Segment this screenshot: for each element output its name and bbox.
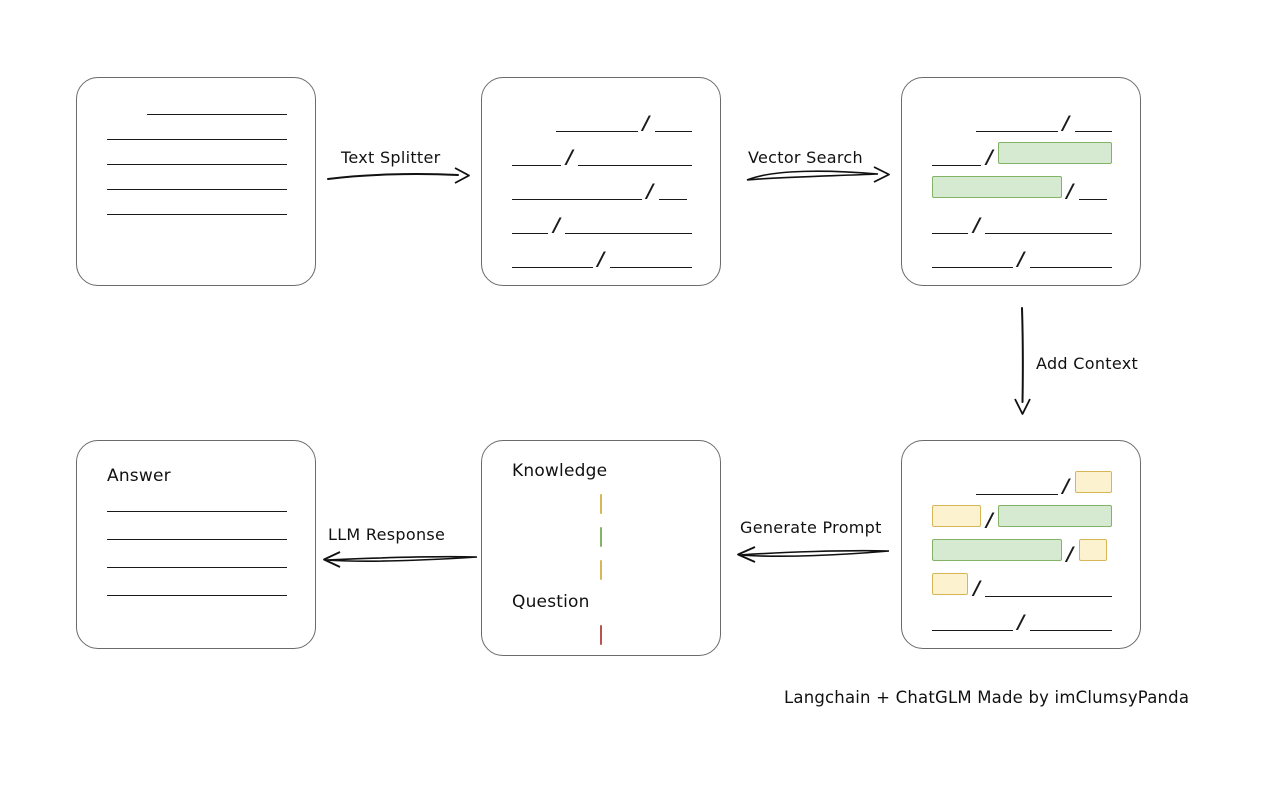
document-line [107, 567, 287, 568]
split-row: / [932, 567, 1112, 601]
matched-chunk-green [932, 176, 1062, 198]
context-document-card[interactable]: / / / / / [901, 440, 1141, 649]
matched-document-body: / / / / / [932, 78, 1112, 285]
split-row: / [932, 102, 1112, 136]
source-document-rows [107, 114, 287, 215]
document-line [107, 139, 287, 140]
matched-document-rows: / / / / / [932, 102, 1112, 272]
document-line [107, 164, 287, 165]
split-row: / [932, 601, 1112, 635]
context-chunk-yellow [1074, 471, 1112, 493]
split-document-body: / / / / / [512, 78, 692, 285]
split-row: / [932, 533, 1112, 567]
slash-separator: / [973, 577, 981, 599]
slash-separator: / [1066, 543, 1074, 565]
split-row: / [932, 499, 1112, 533]
edge-label-generate-prompt: Generate Prompt [740, 518, 882, 537]
knowledge-bar-yellow-2 [600, 560, 602, 580]
knowledge-bar-yellow-1 [600, 494, 602, 514]
document-line [107, 511, 287, 512]
diagram-caption: Langchain + ChatGLM Made by imClumsyPand… [784, 688, 1190, 707]
context-chunk-yellow [932, 573, 969, 595]
slash-separator: / [986, 509, 994, 531]
split-row: / [512, 136, 692, 170]
split-row: / [932, 136, 1112, 170]
split-row: / [932, 238, 1112, 272]
matched-chunk-green [932, 539, 1062, 561]
knowledge-bar-green [600, 527, 602, 547]
knowledge-label: Knowledge [512, 461, 608, 481]
split-row: / [932, 170, 1112, 204]
edge-label-vector-search: Vector Search [748, 148, 863, 167]
slash-separator: / [973, 214, 981, 236]
matched-document-card[interactable]: / / / / / [901, 77, 1141, 286]
split-row: / [512, 170, 692, 204]
edge-generate-prompt [737, 546, 890, 563]
context-document-rows: / / / / / [932, 465, 1112, 635]
slash-separator: / [1062, 475, 1070, 497]
context-document-body: / / / / / [932, 441, 1112, 648]
prompt-body: Knowledge Question [512, 463, 690, 645]
edge-label-text-splitter: Text Splitter [341, 148, 441, 167]
edge-label-llm-response: LLM Response [328, 525, 446, 544]
question-label: Question [512, 592, 590, 612]
slash-separator: / [1066, 180, 1074, 202]
split-document-card[interactable]: / / / / / [481, 77, 721, 286]
slash-separator: / [986, 146, 994, 168]
split-row: / [932, 204, 1112, 238]
prompt-card[interactable]: Knowledge Question [481, 440, 721, 656]
source-document-body [107, 78, 287, 285]
slash-separator: / [553, 214, 561, 236]
matched-chunk-green [998, 505, 1112, 527]
document-line [107, 189, 287, 190]
matched-chunk-green [998, 142, 1112, 164]
answer-card[interactable]: Answer [76, 440, 316, 649]
document-line [107, 114, 287, 115]
edge-add-context [1014, 307, 1031, 415]
slash-separator: / [1062, 112, 1070, 134]
answer-rows [107, 511, 287, 596]
context-chunk-yellow [932, 505, 982, 527]
split-row: / [932, 465, 1112, 499]
answer-label: Answer [107, 466, 171, 486]
slash-separator: / [597, 248, 605, 270]
edge-llm-response [323, 551, 478, 568]
slash-separator: / [566, 146, 574, 168]
edge-vector-search [746, 166, 890, 183]
source-document-card[interactable] [76, 77, 316, 286]
document-line [107, 539, 287, 540]
slash-separator: / [646, 180, 654, 202]
slash-separator: / [1017, 248, 1025, 270]
slash-separator: / [642, 112, 650, 134]
split-row: / [512, 238, 692, 272]
split-row: / [512, 204, 692, 238]
document-line [107, 595, 287, 596]
split-document-rows: / / / / / [512, 102, 692, 272]
slash-separator: / [1017, 611, 1025, 633]
edge-label-add-context: Add Context [1036, 354, 1139, 373]
split-row: / [512, 102, 692, 136]
edge-text-splitter [327, 167, 470, 184]
answer-body: Answer [107, 441, 287, 648]
question-bar-red [600, 625, 602, 645]
context-chunk-yellow [1078, 539, 1108, 561]
document-line [107, 214, 287, 215]
